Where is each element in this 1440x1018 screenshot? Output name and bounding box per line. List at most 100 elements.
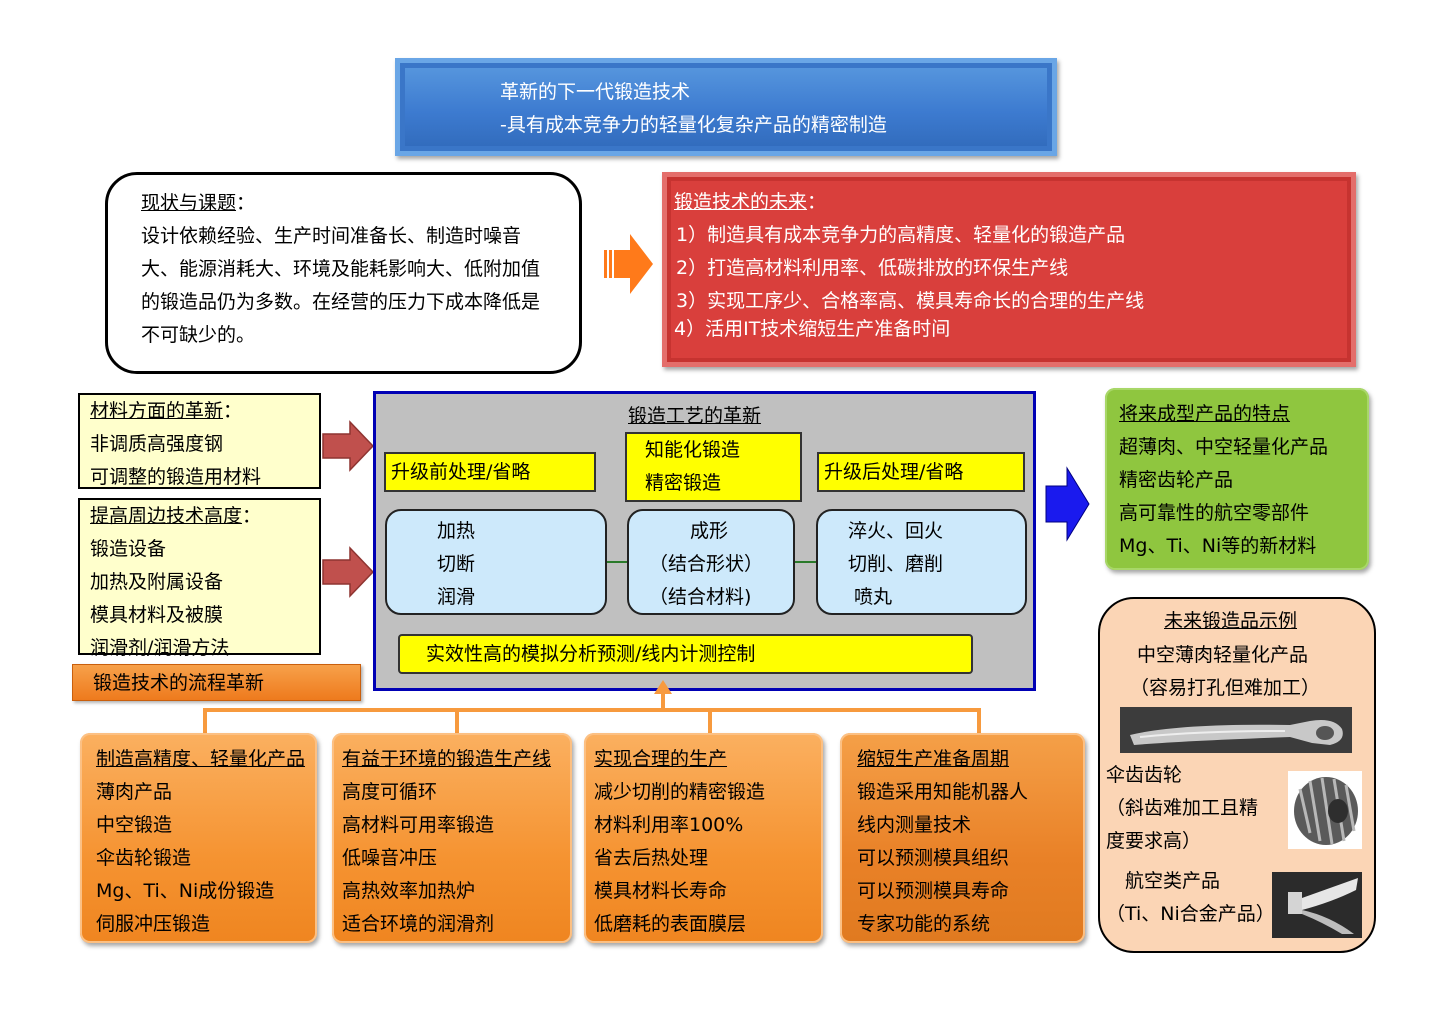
goal-box-environment: 有益于环境的锻造生产线 高度可循环 高材料可用率锻造 低噪音冲压 高热效率加热炉…	[332, 733, 572, 943]
post-process-label: 升级后处理/省略	[817, 452, 1025, 492]
status-line: 的锻造品仍为多数。在经营的压力下成本降低是	[141, 291, 541, 313]
status-heading-row: 现状与课题：	[141, 187, 579, 220]
material-heading: 材料方面的革新	[90, 400, 224, 422]
peripheral-item: 锻造设备	[90, 538, 167, 560]
features-item: 超薄肉、中空轻量化产品	[1119, 436, 1329, 458]
process-title: 锻造工艺的革新	[628, 405, 762, 427]
status-heading-suffix: ：	[236, 192, 256, 214]
orange-arrow-icon	[604, 234, 653, 294]
material-heading-suffix: ：	[223, 400, 243, 422]
future-heading-row: 锻造技术的未来：	[674, 186, 1356, 219]
goal-item: 低噪音冲压	[342, 847, 438, 869]
future-item: 4）活用IT技术缩短生产准备时间	[674, 318, 951, 340]
material-item: 可调整的锻造用材料	[90, 466, 262, 488]
post-process-text: 升级后处理/省略	[824, 461, 964, 483]
status-line: 不可缺少的。	[141, 324, 256, 346]
stage-heating-box: 加热 切断 润滑	[385, 509, 607, 615]
goal-item: 线内测量技术	[857, 814, 972, 836]
goal-item: 减少切削的精密锻造	[594, 781, 766, 803]
stage-item: 淬火、回火	[848, 520, 944, 542]
goal-heading: 实现合理的生产	[594, 748, 728, 770]
future-item: 3）实现工序少、合格率高、模具寿命长的合理的生产线	[676, 290, 1145, 312]
goal-item: 高材料可用率锻造	[342, 814, 495, 836]
bevel-gear-image	[1288, 771, 1362, 849]
future-heading-suffix: ：	[807, 191, 827, 213]
hollow-part-image	[1120, 707, 1352, 753]
stage-connector	[795, 561, 817, 563]
process-box: 锻造工艺的革新 升级前处理/省略 知能化锻造 精密锻造 升级后处理/省略 加热 …	[373, 391, 1036, 691]
goal-item: 伺服冲压锻造	[96, 913, 211, 935]
peripheral-item: 模具材料及被膜	[90, 604, 224, 626]
goal-heading: 制造高精度、轻量化产品	[96, 748, 306, 770]
connector-line	[661, 688, 665, 708]
goal-item: 可以预测模具组织	[857, 847, 1010, 869]
center-process-label: 知能化锻造 精密锻造	[625, 432, 802, 502]
connector-arrowhead-icon	[654, 680, 672, 694]
peripheral-box: 提高周边技术高度： 锻造设备 加热及附属设备 模具材料及被膜 润滑剂/润滑方法	[78, 498, 321, 659]
material-item: 非调质高强度钢	[90, 433, 224, 455]
peripheral-item: 润滑剂/润滑方法	[90, 637, 230, 659]
future-heading: 锻造技术的未来	[674, 191, 808, 213]
stage-finishing-box: 淬火、回火 切削、磨削 喷丸	[816, 509, 1027, 615]
goal-item: 伞齿轮锻造	[96, 847, 192, 869]
connector-line	[977, 708, 981, 733]
goal-item: 适合环境的润滑剂	[342, 913, 495, 935]
features-item: 精密齿轮产品	[1119, 469, 1234, 491]
future-item: 2）打造高材料利用率、低碳排放的环保生产线	[676, 257, 1069, 279]
red-arrow-icon	[322, 546, 374, 598]
blue-arrow-icon	[1045, 466, 1090, 542]
examples-aero-line: （Ti、Ni合金产品）	[1106, 903, 1275, 925]
status-heading: 现状与课题	[141, 192, 237, 214]
goal-item: Mg、Ti、Ni成份锻造	[96, 880, 275, 902]
status-line: 设计依赖经验、生产时间准备长、制造时噪音	[141, 225, 522, 247]
goal-heading: 缩短生产准备周期	[857, 748, 1010, 770]
stage-connector	[607, 561, 628, 563]
goal-item: 省去后热处理	[594, 847, 709, 869]
examples-aero-line: 航空类产品	[1125, 870, 1221, 892]
aero-blade-image	[1272, 872, 1362, 938]
features-heading: 将来成型产品的特点	[1119, 403, 1291, 425]
connector-line	[708, 708, 712, 733]
examples-hollow-line: （容易打孔但难加工）	[1130, 677, 1321, 699]
red-arrow-icon	[322, 420, 374, 472]
peripheral-item: 加热及附属设备	[90, 571, 224, 593]
goal-item: 专家功能的系统	[857, 913, 991, 935]
title-text: 革新的下一代锻造技术 -具有成本竞争力的轻量化复杂产品的精密制造	[500, 76, 887, 142]
examples-gear-line: （斜齿难加工且精	[1106, 797, 1259, 819]
title-line-1: 革新的下一代锻造技术	[500, 81, 691, 103]
goal-item: 薄肉产品	[96, 781, 173, 803]
goal-item: 模具材料长寿命	[594, 880, 728, 902]
stage-item: 切削、磨削	[848, 553, 944, 575]
center-process-item: 精密锻造	[645, 472, 722, 494]
goal-item: 高度可循环	[342, 781, 438, 803]
pre-process-label: 升级前处理/省略	[384, 452, 596, 492]
examples-heading: 未来锻造品示例	[1164, 610, 1298, 632]
goal-box-preparation: 缩短生产准备周期 锻造采用知能机器人 线内测量技术 可以预测模具组织 可以预测模…	[840, 733, 1085, 943]
goal-heading: 有益于环境的锻造生产线	[342, 748, 552, 770]
status-box: 现状与课题： 设计依赖经验、生产时间准备长、制造时噪音 大、能源消耗大、环境及能…	[105, 172, 582, 374]
future-box: 锻造技术的未来： 1）制造具有成本竞争力的高精度、轻量化的锻造产品 2）打造高材…	[662, 172, 1356, 367]
flow-label: 锻造技术的流程革新	[72, 664, 361, 701]
peripheral-heading-suffix: ：	[242, 505, 262, 527]
goal-item: 中空锻造	[96, 814, 173, 836]
goal-item: 可以预测模具寿命	[857, 880, 1010, 902]
goal-box-lightweight: 制造高精度、轻量化产品 薄肉产品 中空锻造 伞齿轮锻造 Mg、Ti、Ni成份锻造…	[80, 733, 317, 943]
peripheral-heading: 提高周边技术高度	[90, 505, 243, 527]
stage-item: （结合形状）	[649, 553, 764, 575]
material-heading-row: 材料方面的革新：	[90, 395, 319, 428]
stage-item: 切断	[437, 553, 476, 575]
simulation-text: 实效性高的模拟分析预测/线内计测控制	[426, 643, 756, 665]
title-banner: 革新的下一代锻造技术 -具有成本竞争力的轻量化复杂产品的精密制造	[395, 58, 1057, 156]
stage-item: 喷丸	[854, 586, 893, 608]
connector-line	[203, 708, 981, 712]
connector-line	[455, 708, 459, 733]
status-line: 大、能源消耗大、环境及能耗影响大、低附加值	[141, 258, 541, 280]
features-box: 将来成型产品的特点 超薄肉、中空轻量化产品 精密齿轮产品 高可靠性的航空零部件 …	[1105, 388, 1369, 570]
examples-hollow-line: 中空薄肉轻量化产品	[1137, 644, 1309, 666]
examples-gear-line: 度要求高）	[1106, 830, 1202, 852]
examples-gear-line: 伞齿齿轮	[1106, 764, 1183, 786]
flow-label-text: 锻造技术的流程革新	[93, 672, 265, 694]
stage-item: 润滑	[437, 586, 476, 608]
goal-item: 锻造采用知能机器人	[857, 781, 1029, 803]
center-process-item: 知能化锻造	[645, 439, 741, 461]
